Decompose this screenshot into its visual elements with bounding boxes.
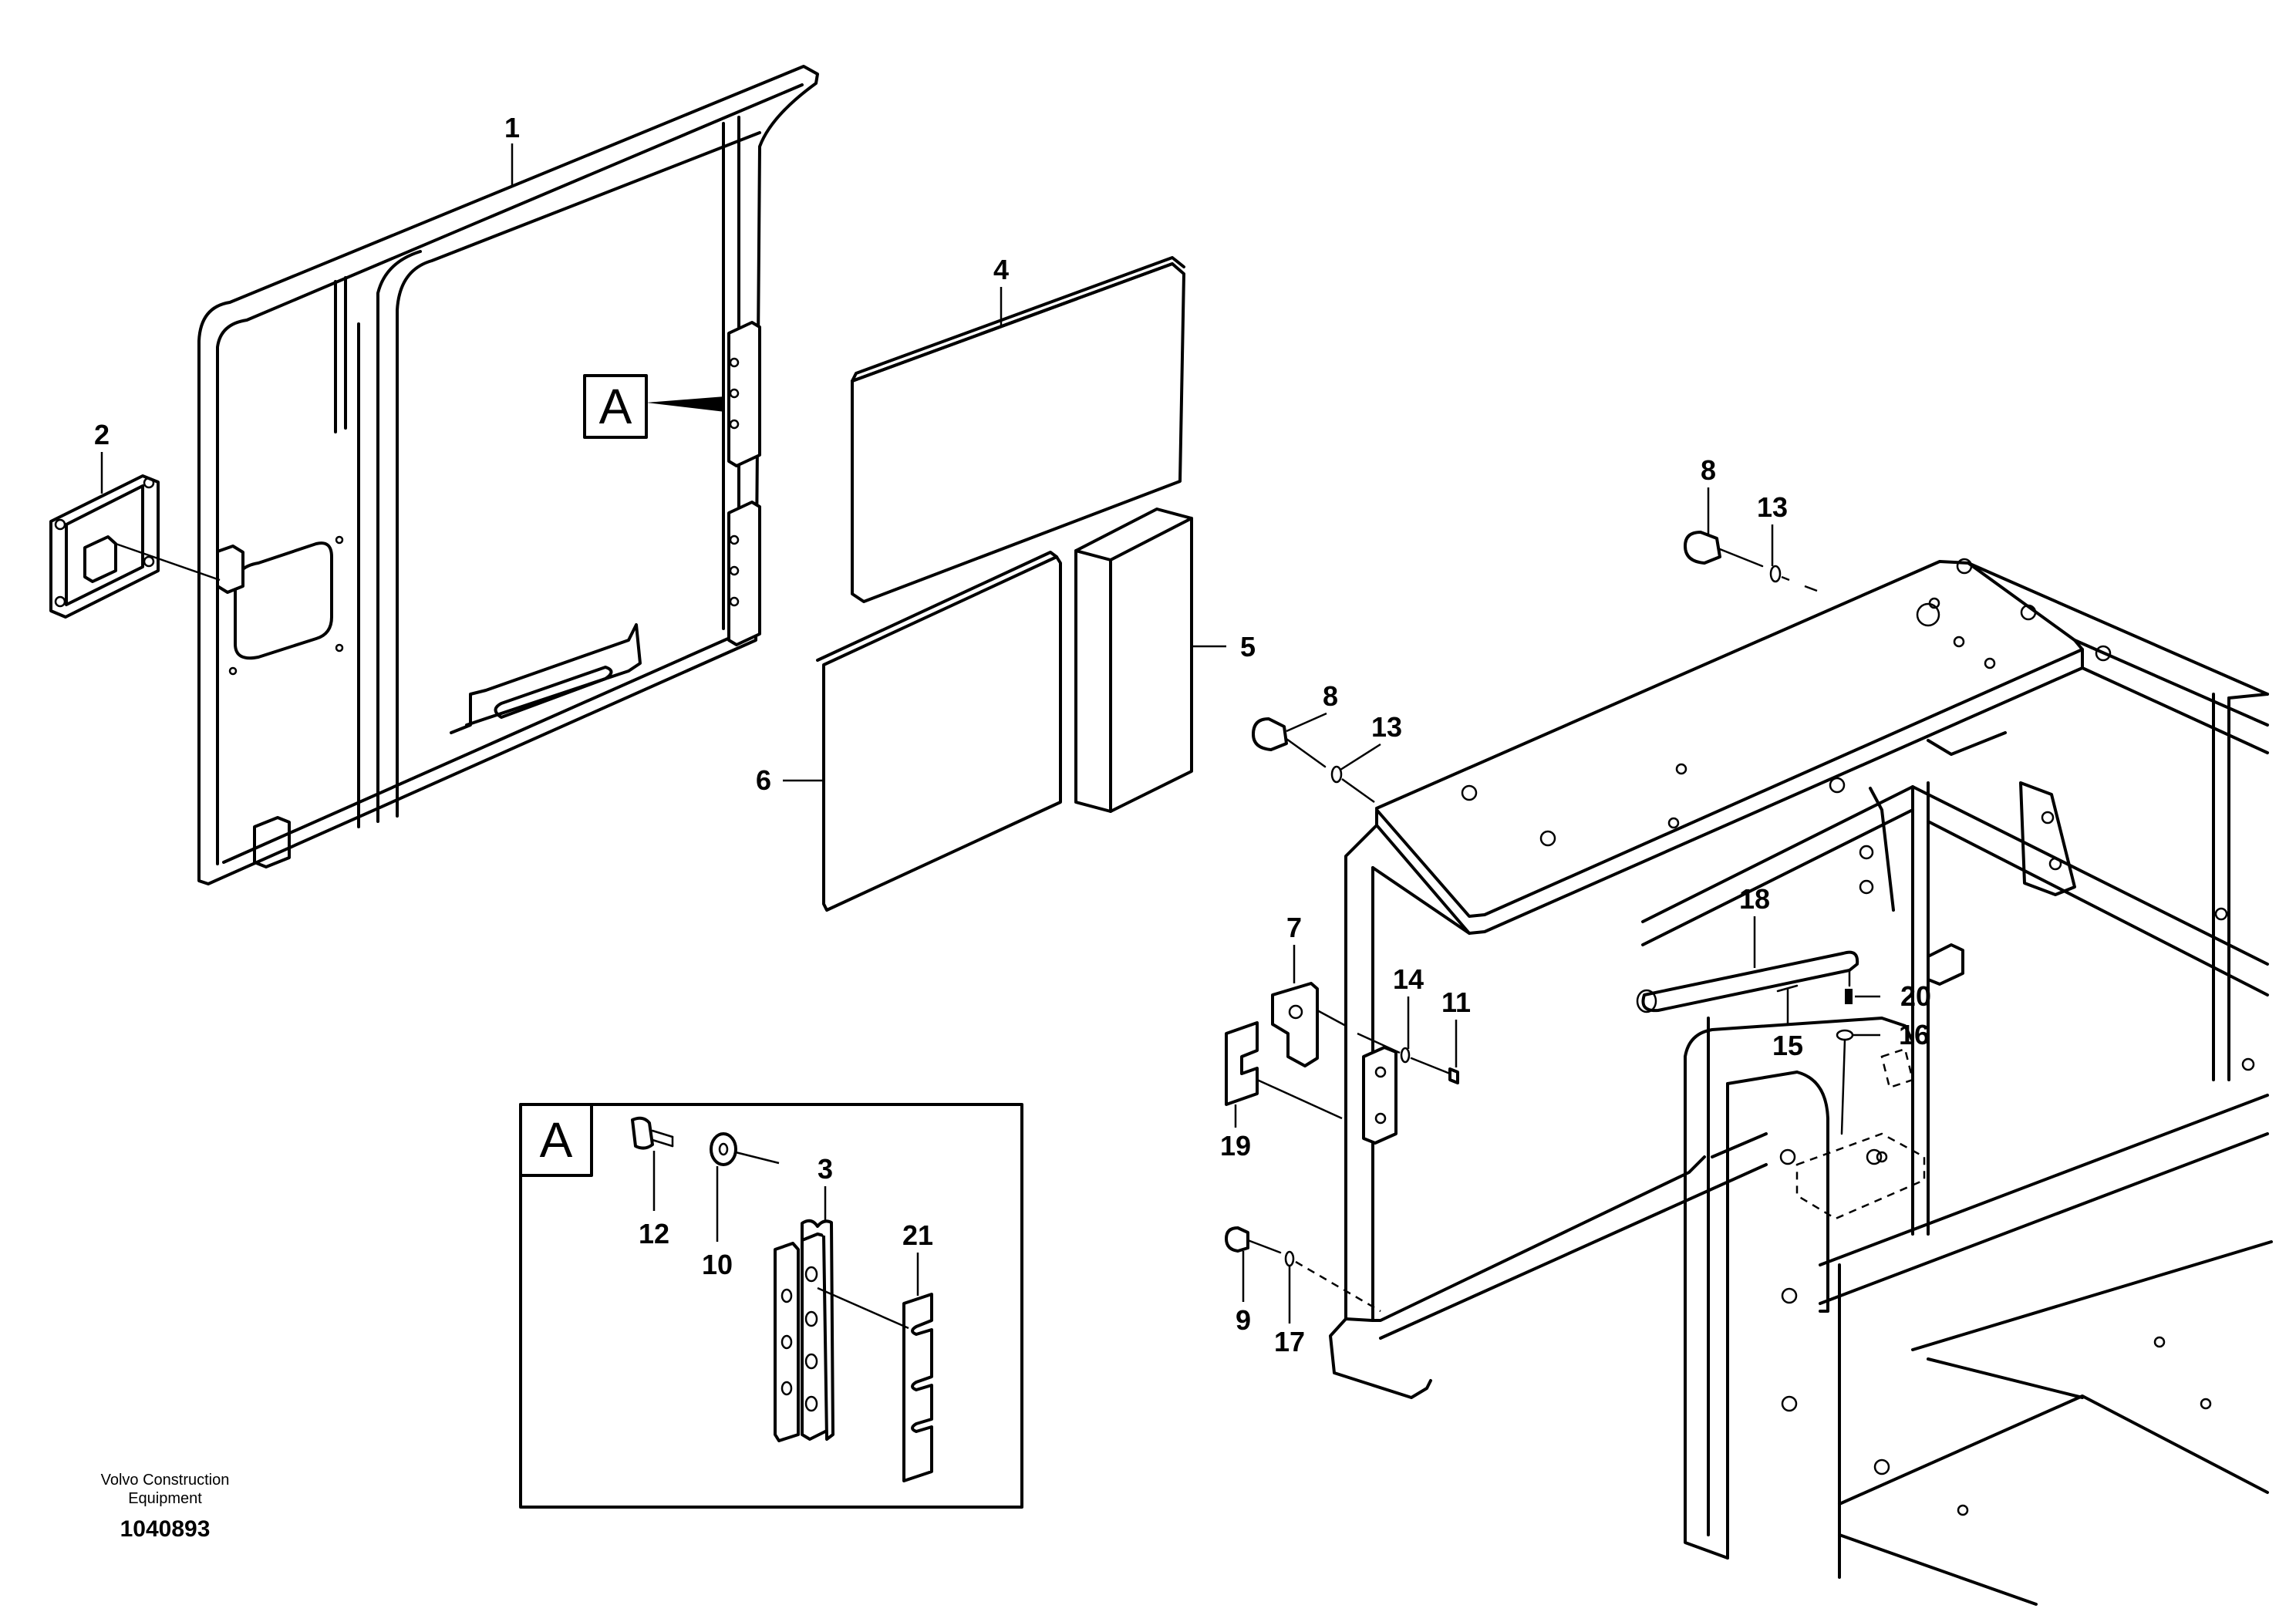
washer-14: [1357, 1032, 1411, 1064]
bolt-12: [631, 1116, 674, 1150]
part-label-16: 16: [1899, 1019, 1930, 1050]
part-label-3: 3: [818, 1153, 833, 1222]
svg-text:6: 6: [756, 764, 771, 796]
part-label-19: 19: [1220, 1104, 1251, 1162]
pin-15: [1776, 984, 1799, 1026]
svg-text:18: 18: [1739, 883, 1770, 915]
svg-text:10: 10: [702, 1249, 733, 1280]
part-label-8-top: 8: [1701, 454, 1716, 534]
part-label-12: 12: [639, 1151, 669, 1249]
detail-ref-a: A: [583, 374, 725, 439]
company-line-1: Volvo Construction: [101, 1472, 230, 1489]
rod-18: [1636, 950, 1859, 1013]
insulation-pad-5: [1074, 508, 1193, 813]
svg-text:9: 9: [1236, 1304, 1251, 1336]
footer: Volvo Construction Equipment 1040893: [101, 1472, 230, 1542]
washer-10: [710, 1132, 780, 1166]
door-lock: [49, 474, 221, 619]
part-label-11: 11: [1441, 986, 1471, 1067]
svg-text:7: 7: [1286, 912, 1302, 943]
part-label-18: 18: [1739, 883, 1770, 968]
svg-text:13: 13: [1371, 711, 1402, 743]
part-label-21: 21: [902, 1219, 933, 1296]
svg-text:20: 20: [1900, 980, 1931, 1012]
svg-text:4: 4: [993, 254, 1009, 285]
bolt-8-left: [1252, 717, 1327, 768]
part-label-10: 10: [702, 1166, 733, 1280]
svg-text:A: A: [599, 379, 632, 434]
washer-17: [1284, 1250, 1381, 1313]
part-label-17: 17: [1274, 1266, 1305, 1357]
part-label-20: 20: [1900, 980, 1931, 1012]
part-label-6: 6: [756, 764, 822, 796]
hinge-3: [774, 1219, 834, 1442]
svg-text:12: 12: [639, 1218, 669, 1249]
svg-text:8: 8: [1323, 680, 1338, 712]
svg-text:21: 21: [902, 1219, 933, 1251]
washer-13-top: [1769, 565, 1818, 592]
insulation-pad-4: [851, 256, 1185, 603]
bolt-11: [1410, 1057, 1459, 1084]
svg-text:8: 8: [1701, 454, 1716, 486]
svg-text:13: 13: [1757, 491, 1788, 523]
svg-text:3: 3: [818, 1153, 833, 1185]
washer-16: [1836, 1029, 1880, 1135]
detail-a-box: A 12 10: [519, 1103, 1023, 1509]
washer-13-left: [1330, 765, 1375, 804]
svg-text:19: 19: [1220, 1130, 1251, 1162]
part-label-8-left: 8: [1286, 680, 1338, 733]
svg-text:16: 16: [1899, 1019, 1930, 1050]
svg-text:2: 2: [94, 419, 110, 450]
part-label-2: 2: [94, 419, 110, 494]
part-label-9: 9: [1236, 1251, 1251, 1336]
part-label-4: 4: [993, 254, 1009, 328]
svg-text:14: 14: [1393, 963, 1424, 995]
part-label-15: 15: [1772, 1030, 1803, 1061]
svg-text:1: 1: [504, 112, 520, 143]
part-label-1: 1: [504, 112, 520, 187]
shim-19: [1225, 1021, 1343, 1120]
insulation-pad-6: [816, 551, 1062, 912]
svg-text:17: 17: [1274, 1326, 1305, 1357]
svg-text:15: 15: [1772, 1030, 1803, 1061]
part-label-5: 5: [1192, 631, 1256, 663]
svg-text:5: 5: [1240, 631, 1256, 663]
spring-20: [1845, 989, 1880, 1004]
bolt-9: [1225, 1226, 1282, 1254]
svg-text:11: 11: [1441, 986, 1471, 1018]
bolt-8-top: [1684, 531, 1764, 568]
bracket-7: [1271, 982, 1347, 1067]
part-label-14: 14: [1393, 963, 1424, 1049]
shim-21: [817, 1286, 933, 1482]
part-label-13-top: 13: [1757, 491, 1788, 566]
cab-frame: [1329, 558, 2273, 1606]
door-panel: [197, 65, 819, 885]
drawing-number: 1040893: [120, 1516, 211, 1542]
part-label-7: 7: [1286, 912, 1302, 983]
company-line-2: Equipment: [128, 1490, 202, 1507]
part-label-13-left: 13: [1340, 711, 1402, 771]
svg-text:A: A: [540, 1112, 573, 1168]
